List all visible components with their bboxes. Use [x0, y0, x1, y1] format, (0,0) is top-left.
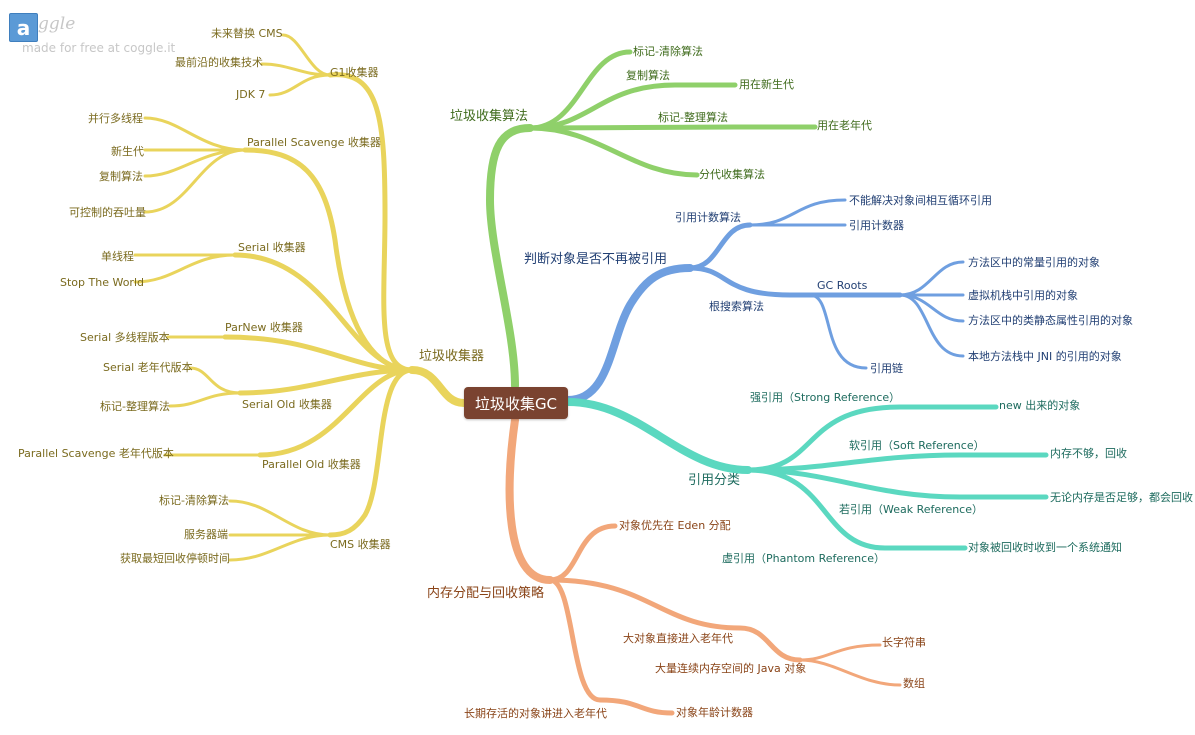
parallel-scavenge-title[interactable]: Parallel Scavenge 收集器 [247, 136, 381, 149]
serial-item[interactable]: 单线程 [101, 250, 134, 263]
allocation-title[interactable]: 内存分配与回收策略 [427, 586, 545, 601]
alloc-large-item[interactable]: 数组 [903, 677, 925, 690]
serial-old-title[interactable]: Serial Old 收集器 [242, 398, 332, 411]
g1-item[interactable]: 最前沿的收集技术 [175, 56, 263, 69]
strong-ref-note[interactable]: new 出来的对象 [999, 399, 1081, 412]
serial-item[interactable]: Stop The World [60, 276, 144, 289]
parallel-scavenge-item[interactable]: 并行多线程 [88, 112, 143, 125]
reference-chain[interactable]: 引用链 [870, 362, 903, 375]
algo-copying-note[interactable]: 用在新生代 [739, 78, 794, 91]
algo-mark-compact[interactable]: 标记-整理算法 [658, 111, 728, 124]
g1-title[interactable]: G1收集器 [330, 66, 379, 79]
g1-item[interactable]: 未来替换 CMS [211, 27, 283, 40]
gc-roots-item[interactable]: 方法区中的类静态属性引用的对象 [968, 314, 1133, 327]
algo-mark-sweep[interactable]: 标记-清除算法 [633, 45, 703, 58]
algo-copying[interactable]: 复制算法 [626, 69, 670, 82]
coggle-tagline[interactable]: made for free at coggle.it [22, 41, 176, 55]
serial-old-item[interactable]: Serial 老年代版本 [103, 361, 193, 374]
coggle-logo-icon[interactable]: a [9, 13, 38, 42]
ref-count-item[interactable]: 不能解决对象间相互循环引用 [849, 194, 992, 207]
phantom-ref-note[interactable]: 对象被回收时收到一个系统通知 [968, 541, 1122, 554]
soft-ref-title[interactable]: 软引用（Soft Reference） [849, 439, 985, 452]
algo-mark-compact-note[interactable]: 用在老年代 [817, 119, 872, 132]
parallel-old-item[interactable]: Parallel Scavenge 老年代版本 [18, 447, 174, 460]
gc-roots-item[interactable]: 方法区中的常量引用的对象 [968, 256, 1100, 269]
serial-title[interactable]: Serial 收集器 [238, 241, 306, 254]
parnew-title[interactable]: ParNew 收集器 [225, 321, 303, 334]
alloc-long-lived-title[interactable]: 长期存活的对象讲进入老年代 [464, 707, 607, 720]
alloc-large-title[interactable]: 大对象直接进入老年代 [623, 632, 733, 645]
alloc-long-lived-note[interactable]: 对象年龄计数器 [676, 706, 753, 719]
reachability-title[interactable]: 根搜索算法 [709, 300, 764, 313]
parallel-scavenge-item[interactable]: 可控制的吞吐量 [69, 206, 146, 219]
algo-generational[interactable]: 分代收集算法 [699, 168, 765, 181]
parnew-item[interactable]: Serial 多线程版本 [80, 331, 170, 344]
cms-item[interactable]: 服务器端 [184, 528, 228, 541]
parallel-old-title[interactable]: Parallel Old 收集器 [262, 458, 361, 471]
gc-roots-item[interactable]: 本地方法栈中 JNI 的引用的对象 [968, 350, 1122, 363]
algorithms-title[interactable]: 垃圾收集算法 [450, 109, 529, 124]
phantom-ref-title[interactable]: 虚引用（Phantom Reference） [722, 552, 885, 565]
soft-ref-note[interactable]: 内存不够，回收 [1050, 447, 1127, 460]
collectors-title[interactable]: 垃圾收集器 [419, 349, 485, 364]
alloc-eden[interactable]: 对象优先在 Eden 分配 [619, 519, 731, 532]
gc-roots-item[interactable]: 虚拟机栈中引用的对象 [968, 289, 1078, 302]
alloc-large-item[interactable]: 长字符串 [882, 636, 926, 649]
parallel-scavenge-item[interactable]: 复制算法 [99, 170, 143, 183]
serial-old-item[interactable]: 标记-整理算法 [100, 400, 170, 413]
alloc-large-sub[interactable]: 大量连续内存空间的 Java 对象 [655, 662, 807, 675]
ref-count-item[interactable]: 引用计数器 [849, 219, 904, 232]
coggle-logo-text: ggle [38, 14, 76, 34]
ref-count-title[interactable]: 引用计数算法 [675, 211, 741, 224]
weak-ref-title[interactable]: 若引用（Weak Reference） [839, 503, 983, 516]
cms-title[interactable]: CMS 收集器 [330, 538, 391, 551]
g1-item[interactable]: JDK 7 [236, 88, 266, 101]
judge-title[interactable]: 判断对象是否不再被引用 [524, 252, 668, 267]
weak-ref-note[interactable]: 无论内存是否足够，都会回收 [1050, 491, 1193, 504]
cms-item[interactable]: 获取最短回收停顿时间 [120, 552, 230, 565]
references-title[interactable]: 引用分类 [688, 473, 741, 488]
cms-item[interactable]: 标记-清除算法 [159, 494, 229, 507]
parallel-scavenge-item[interactable]: 新生代 [111, 145, 144, 158]
root-node[interactable]: 垃圾收集GC [464, 387, 568, 419]
gc-roots-title[interactable]: GC Roots [817, 279, 868, 292]
strong-ref-title[interactable]: 强引用（Strong Reference） [750, 391, 901, 404]
